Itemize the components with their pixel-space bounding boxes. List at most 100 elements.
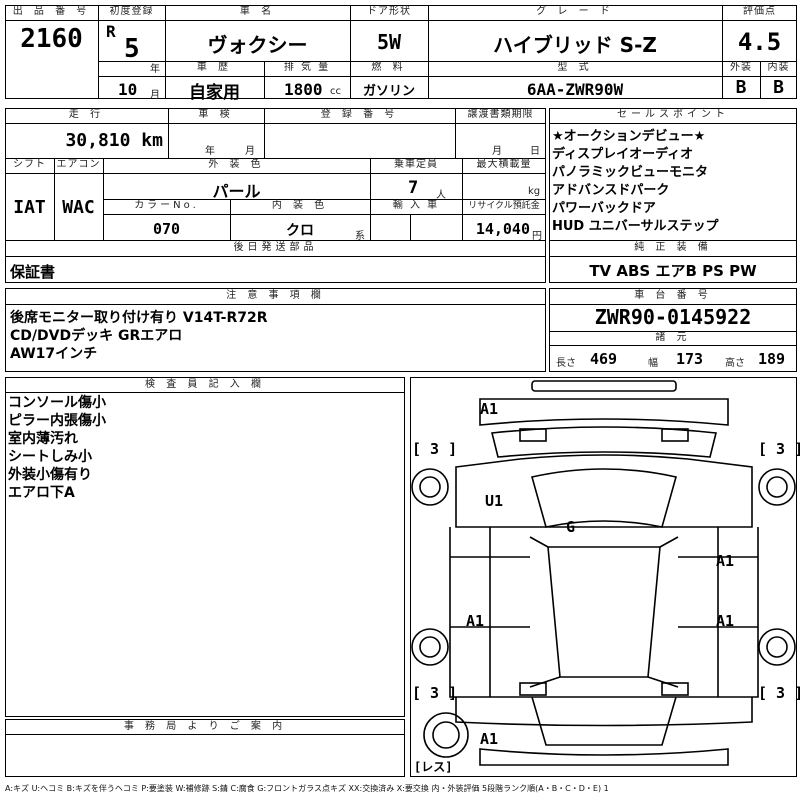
sales-point-item: パノラミックビューモニタ xyxy=(552,165,709,180)
sales-points-list: ★オークションデビュー★ ディスプレイオーディオ パノラミックビューモニタ アド… xyxy=(552,128,796,236)
score: 4.5 xyxy=(737,28,782,56)
shift: IAT xyxy=(13,197,46,218)
transfer-day-unit: 日 xyxy=(530,146,540,157)
damage-mark: [ 3 ] xyxy=(758,440,800,458)
model-code: 6AA-ZWR90W xyxy=(526,80,624,99)
interior-color: クロ xyxy=(286,223,314,239)
history-label: 車 歴 xyxy=(196,62,233,73)
transfer-deadline-label: 譲渡書類期限 xyxy=(467,109,534,120)
grade: ハイブリッド S-Z xyxy=(493,33,657,57)
interior-color-unit: 系 xyxy=(355,231,365,242)
door-type: 5W xyxy=(376,30,402,54)
caution-line: AW17インチ xyxy=(10,346,98,362)
equipment: TV ABS エアB PS PW xyxy=(589,262,757,280)
inspection-month-unit: 月 xyxy=(245,146,255,157)
grade-label: グ レ ー ド xyxy=(536,6,614,17)
damage-mark: [ 3 ] xyxy=(412,684,458,702)
inspector-line: 室内薄汚れ xyxy=(8,431,78,447)
inspector-line: コンソール傷小 xyxy=(8,395,106,411)
width: 173 xyxy=(676,350,704,368)
height-label: 高さ xyxy=(725,358,745,369)
interior-label: 内装 xyxy=(767,62,790,73)
mileage-label: 走 行 xyxy=(68,109,105,120)
exterior-color: パール xyxy=(212,182,261,201)
recycle-deposit: 14,040 xyxy=(475,220,530,238)
office-label: 事 務 局 よ り ご 案 内 xyxy=(123,721,287,732)
legend: A:キズ U:ヘコミ B:キズを伴うヘコミ P:要塗装 W:補修跡 S:錆 C:… xyxy=(5,784,609,793)
caution-notes: 後席モニター取り付け有り V14T-R72R CD/DVDデッキ GRエアロ A… xyxy=(10,309,268,363)
car-name: ヴォクシー xyxy=(207,33,308,57)
later-parts-label: 後日発送部品 xyxy=(233,242,318,253)
inspector-line: ピラー内張傷小 xyxy=(8,413,106,429)
length-label: 長さ xyxy=(556,358,576,369)
displacement-unit: cc xyxy=(330,86,341,97)
first-registration-label: 初度登録 xyxy=(109,6,154,17)
specs-label: 諸 元 xyxy=(655,332,691,343)
damage-mark: [ 3 ] xyxy=(758,684,800,702)
sales-point-item: ★オークションデビュー★ xyxy=(552,129,706,144)
fuel-label: 燃 料 xyxy=(371,62,407,73)
ac-label: エアコン xyxy=(56,159,101,170)
exterior-label: 外装 xyxy=(730,62,752,73)
caution-line: 後席モニター取り付け有り V14T-R72R xyxy=(10,310,268,326)
era-mark: R xyxy=(106,22,116,41)
spare-tire-mark: [レス] xyxy=(414,760,453,774)
exterior-color-label: 外 装 色 xyxy=(208,159,265,170)
month-unit: 月 xyxy=(150,90,160,101)
inspector-notes: コンソール傷小 ピラー内張傷小 室内薄汚れ シートしみ小 外装小傷有り エアロ下… xyxy=(8,394,106,502)
lot-number: 2160 xyxy=(20,24,83,54)
recycle-unit: 円 xyxy=(532,231,542,242)
shift-label: シフト xyxy=(13,159,46,170)
length: 469 xyxy=(590,350,618,368)
score-label: 評価点 xyxy=(743,6,776,17)
plate-label: 登 録 番 号 xyxy=(320,109,399,120)
damage-mark: A1 xyxy=(716,612,735,630)
color-number-label: カラーNo. xyxy=(134,200,199,211)
import-label: 輸 入 車 xyxy=(392,200,440,211)
damage-mark: A1 xyxy=(480,730,499,748)
exterior-grade: B xyxy=(735,77,747,98)
damage-mark: A1 xyxy=(716,552,735,570)
damage-mark: [ 3 ] xyxy=(412,440,458,458)
model-label: 型 式 xyxy=(557,62,593,73)
year-unit: 年 xyxy=(150,64,160,75)
load-unit: kg xyxy=(528,186,541,197)
inspection-label: 車 検 xyxy=(198,109,234,120)
inspector-line: シートしみ小 xyxy=(8,449,92,465)
sales-point-item: アドバンスドパーク xyxy=(552,183,670,198)
transfer-month-unit: 月 xyxy=(492,146,502,157)
height: 189 xyxy=(758,350,786,368)
damage-mark: A1 xyxy=(480,400,499,418)
sales-points-label: セールスポイント xyxy=(617,109,729,120)
capacity-unit: 人 xyxy=(436,190,446,201)
fuel: ガソリン xyxy=(362,84,415,99)
mileage: 30,810 km xyxy=(65,130,163,151)
inspector-line: 外装小傷有り xyxy=(8,467,92,483)
chassis-number: ZWR90-0145922 xyxy=(594,305,752,329)
inspector-label: 検 査 員 記 入 欄 xyxy=(145,379,265,390)
door-label: ドア形状 xyxy=(367,6,411,17)
width-label: 幅 xyxy=(648,358,658,369)
car-outline xyxy=(411,380,796,766)
inspection-year-unit: 年 xyxy=(205,146,215,157)
interior-color-label: 内 装 色 xyxy=(271,200,329,211)
car-name-label: 車 名 xyxy=(239,6,276,17)
history: 自家用 xyxy=(189,83,240,103)
registration-year: 5 xyxy=(124,34,140,64)
caution-line: CD/DVDデッキ GRエアロ xyxy=(10,328,183,344)
capacity: 7 xyxy=(408,178,419,198)
later-parts: 保証書 xyxy=(10,263,56,281)
displacement: 1800 xyxy=(284,80,323,99)
damage-mark: A1 xyxy=(466,612,485,630)
sales-point-item: HUD ユニバーサルステップ xyxy=(552,219,719,234)
load-label: 最大積載量 xyxy=(476,159,532,170)
air-conditioner: WAC xyxy=(62,197,95,218)
lot-number-label: 出 品 番 号 xyxy=(12,6,91,17)
recycle-label: リサイクル預託金 xyxy=(468,201,540,211)
color-number: 070 xyxy=(152,220,181,238)
chassis-label: 車 台 番 号 xyxy=(634,290,712,301)
damage-mark: G xyxy=(566,518,576,536)
equipment-label: 純 正 装 備 xyxy=(634,242,712,253)
sales-point-item: ディスプレイオーディオ xyxy=(552,147,694,162)
caution-label: 注 意 事 項 欄 xyxy=(226,290,325,301)
